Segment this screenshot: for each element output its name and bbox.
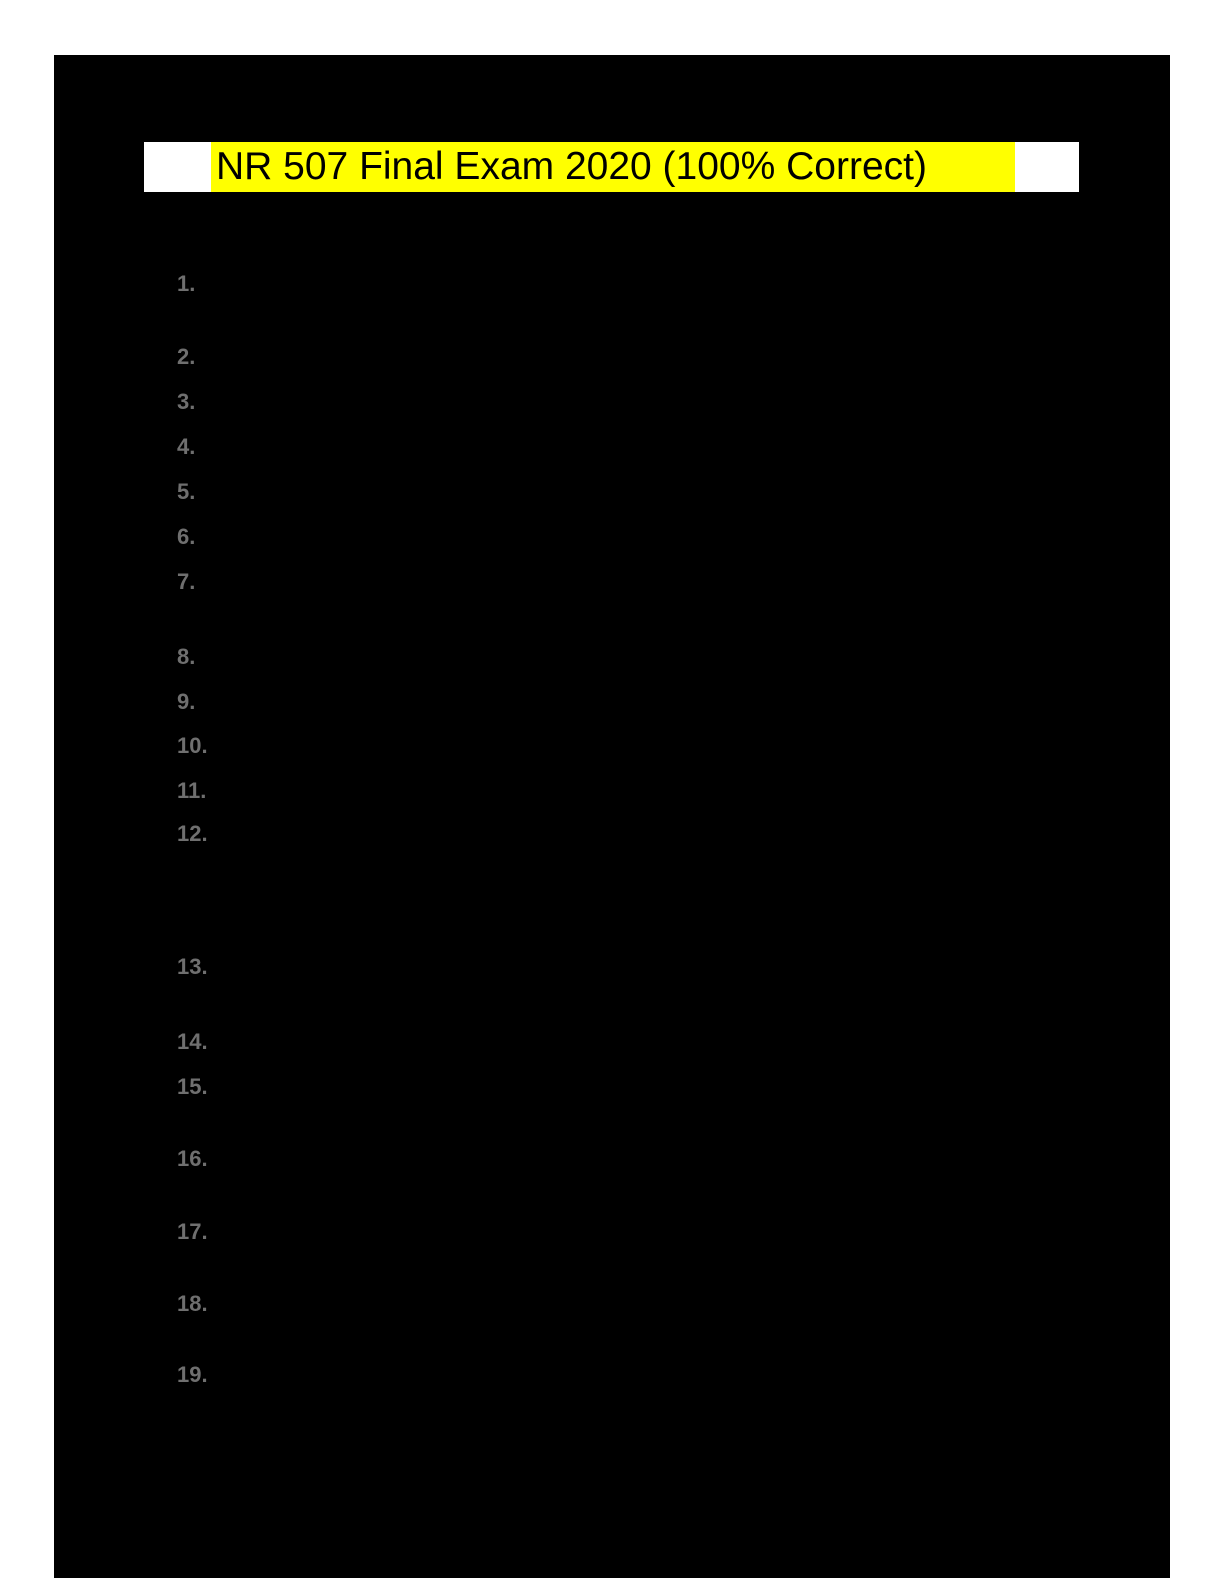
title-trailing-highlight bbox=[1015, 142, 1079, 192]
list-number-6: 6. bbox=[177, 524, 196, 549]
list-number-13: 13. bbox=[177, 954, 208, 979]
list-number-8: 8. bbox=[177, 644, 196, 669]
list-number-1: 1. bbox=[177, 271, 196, 296]
document-page: NR 507 Final Exam 2020 (100% Correct) 1.… bbox=[54, 55, 1170, 1578]
title-band: NR 507 Final Exam 2020 (100% Correct) bbox=[54, 142, 1170, 192]
list-number-9: 9. bbox=[177, 689, 196, 714]
list-number-19: 19. bbox=[177, 1362, 208, 1387]
list-number-7: 7. bbox=[177, 569, 196, 594]
list-number-15: 15. bbox=[177, 1074, 208, 1099]
list-number-17: 17. bbox=[177, 1219, 208, 1244]
list-number-4: 4. bbox=[177, 434, 196, 459]
list-number-12: 12. bbox=[177, 821, 208, 846]
list-number-10: 10. bbox=[177, 733, 208, 758]
list-number-14: 14. bbox=[177, 1029, 208, 1054]
list-number-16: 16. bbox=[177, 1146, 208, 1171]
list-number-18: 18. bbox=[177, 1291, 208, 1316]
title-leading-highlight bbox=[144, 142, 211, 192]
list-number-5: 5. bbox=[177, 479, 196, 504]
list-number-3: 3. bbox=[177, 389, 196, 414]
list-number-11: 11. bbox=[177, 778, 207, 803]
list-number-2: 2. bbox=[177, 344, 196, 369]
page-title: NR 507 Final Exam 2020 (100% Correct) bbox=[211, 142, 1015, 192]
